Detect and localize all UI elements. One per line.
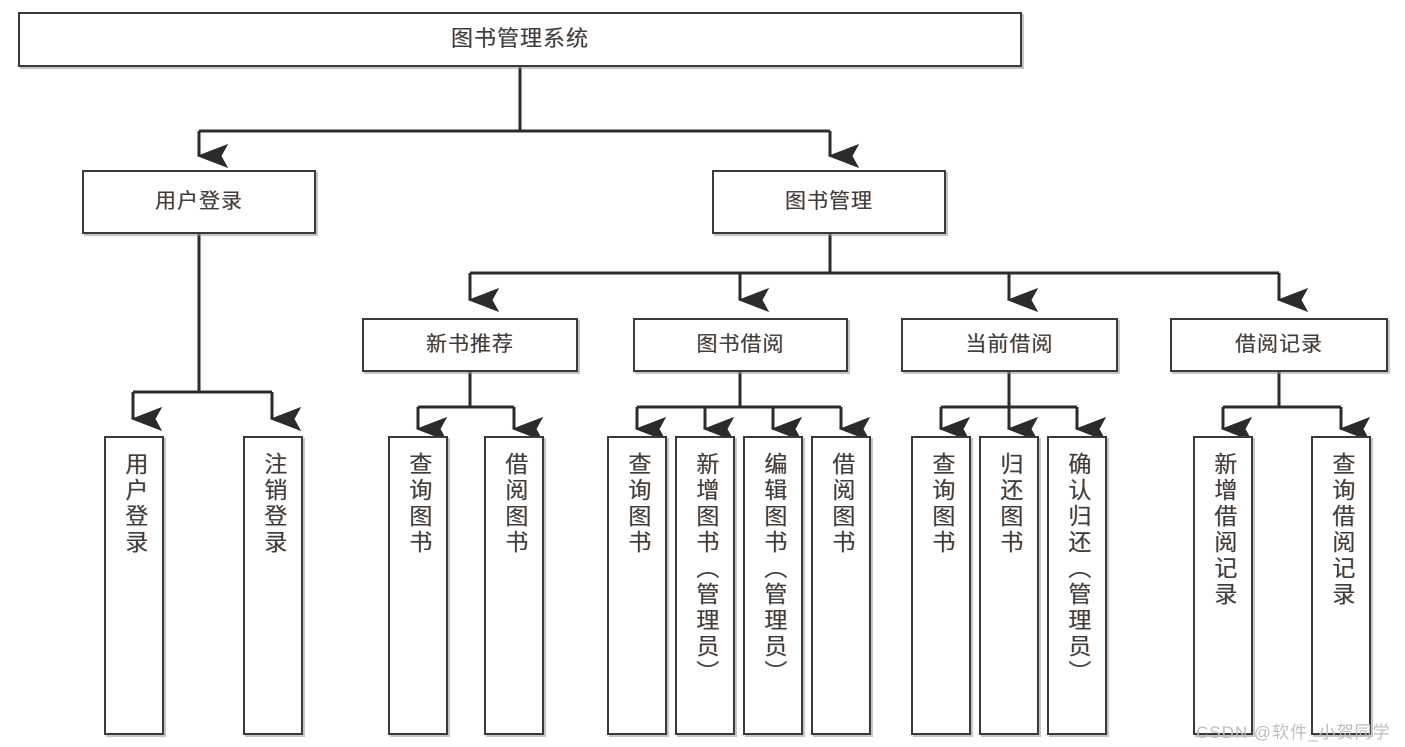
node-label: 新书推荐 — [426, 333, 514, 357]
leaf-add-book-admin[interactable]: 新增图书（管理员） — [675, 436, 735, 735]
node-current-borrowing[interactable]: 当前借阅 — [901, 318, 1118, 372]
node-user-login[interactable]: 用户登录 — [82, 170, 316, 234]
leaf-return-book[interactable]: 归还图书 — [979, 436, 1039, 735]
csdn-watermark: CSDN @软件_小贺同学 — [1196, 723, 1391, 742]
leaf-query-book-new-rec[interactable]: 查询图书 — [388, 436, 448, 735]
node-label: 借阅图书 — [501, 452, 528, 556]
node-label: 编辑图书（管理员） — [760, 452, 787, 686]
node-book-borrowing[interactable]: 图书借阅 — [633, 318, 848, 372]
node-label: 图书借阅 — [696, 333, 785, 357]
node-label: 归还图书 — [996, 452, 1023, 556]
node-label: 查询图书 — [928, 452, 955, 556]
node-label: 新增借阅记录 — [1210, 452, 1237, 608]
node-label: 查询图书 — [624, 452, 651, 556]
node-borrowing-record[interactable]: 借阅记录 — [1170, 318, 1388, 372]
node-book-management[interactable]: 图书管理 — [712, 170, 946, 234]
node-label: 当前借阅 — [965, 333, 1054, 357]
leaf-borrow-book-borrowing[interactable]: 借阅图书 — [811, 436, 871, 735]
leaf-query-book-current[interactable]: 查询图书 — [911, 436, 971, 735]
node-label: 查询借阅记录 — [1328, 452, 1355, 608]
node-label: 用户登录 — [121, 452, 148, 556]
node-new-book-recommendation[interactable]: 新书推荐 — [362, 318, 578, 372]
node-label: 借阅图书 — [828, 452, 855, 556]
node-label: 用户登录 — [155, 190, 243, 214]
leaf-borrow-book-new-rec[interactable]: 借阅图书 — [484, 436, 544, 735]
node-label: 确认归还（管理员） — [1064, 452, 1091, 686]
node-label: 新增图书（管理员） — [692, 452, 719, 686]
leaf-edit-book-admin[interactable]: 编辑图书（管理员） — [743, 436, 803, 735]
node-label: 注销登录 — [260, 452, 287, 556]
node-root-book-management-system[interactable]: 图书管理系统 — [18, 12, 1022, 67]
leaf-confirm-return-admin[interactable]: 确认归还（管理员） — [1047, 436, 1107, 735]
leaf-add-borrow-record[interactable]: 新增借阅记录 — [1193, 436, 1253, 735]
node-label: 图书管理 — [785, 190, 873, 214]
leaf-query-book-borrowing[interactable]: 查询图书 — [607, 436, 667, 735]
node-label: 图书管理系统 — [450, 26, 589, 52]
node-label: 借阅记录 — [1235, 333, 1323, 357]
leaf-user-login[interactable]: 用户登录 — [104, 436, 164, 735]
node-label: 查询图书 — [405, 452, 432, 556]
leaf-query-borrow-record[interactable]: 查询借阅记录 — [1311, 436, 1371, 735]
leaf-logout-login[interactable]: 注销登录 — [243, 436, 303, 735]
